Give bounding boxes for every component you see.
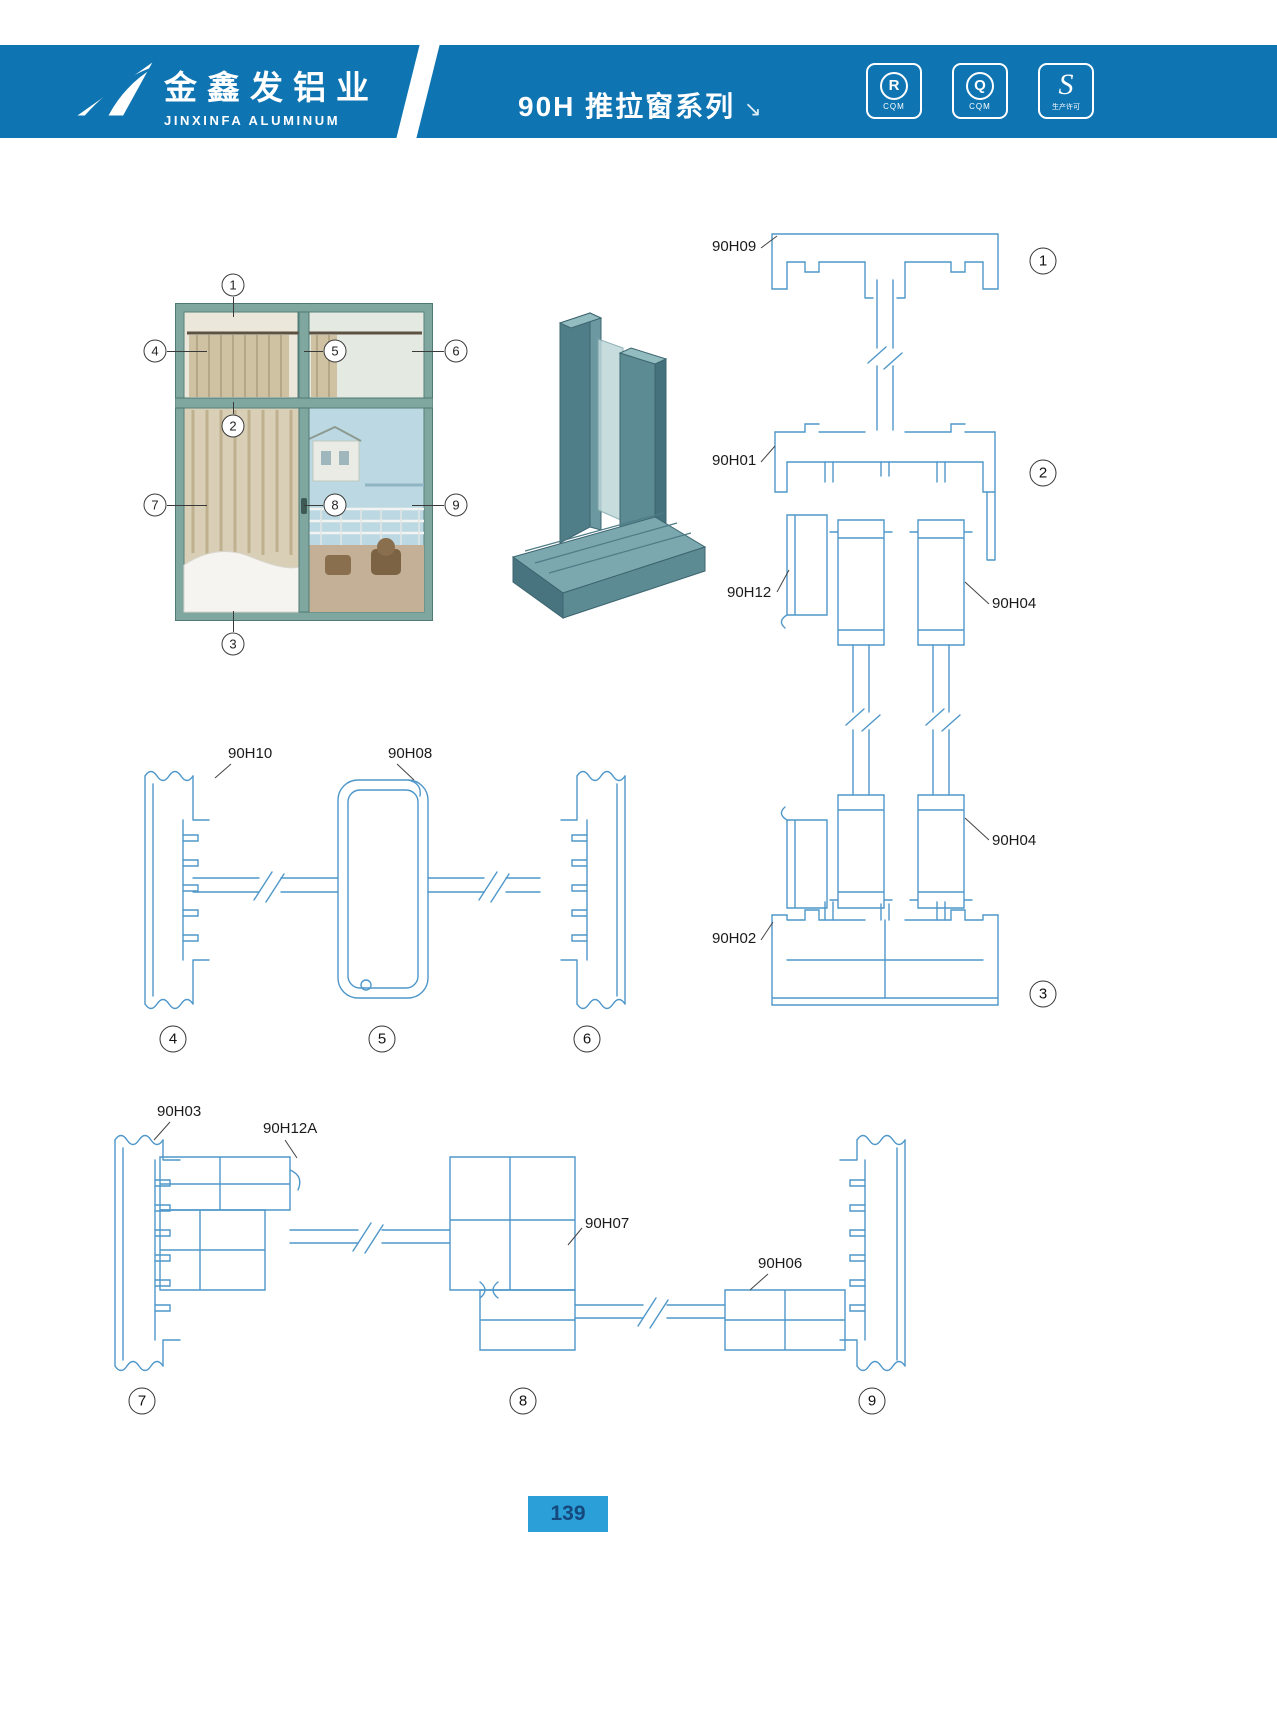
label-90h06: 90H06	[758, 1255, 803, 1272]
section-number-3: 3	[1029, 980, 1057, 1008]
section-number-8: 8	[509, 1387, 537, 1415]
callout-2: 2	[221, 414, 245, 438]
callout-leader	[167, 351, 207, 352]
brand-name-cn: 金鑫发铝业	[164, 69, 379, 106]
callout-1: 1	[221, 273, 245, 297]
header-divider-stripe	[396, 45, 440, 138]
callout-leader	[412, 351, 444, 352]
label-90h10: 90H10	[228, 745, 273, 762]
profile-3d-render	[511, 312, 707, 619]
page-number: 139	[528, 1496, 608, 1532]
section-number-6: 6	[573, 1025, 601, 1053]
cert-caption-q: CQM	[969, 101, 991, 111]
callout-leader	[233, 297, 234, 317]
callout-leader	[233, 402, 234, 414]
cert-badges: R CQM Q CQM S 生产许可	[866, 63, 1094, 119]
label-90h08: 90H08	[388, 745, 433, 762]
label-90h03: 90H03	[157, 1103, 202, 1120]
section-number-9: 9	[858, 1387, 886, 1415]
section-number-1: 1	[1029, 247, 1057, 275]
label-90h04-upper: 90H04	[992, 595, 1037, 612]
label-90h02: 90H02	[712, 930, 757, 947]
cert-caption-license: 生产许可	[1052, 104, 1080, 111]
callout-leader	[233, 611, 234, 632]
callout-leader	[412, 505, 444, 506]
section-number-7: 7	[128, 1387, 156, 1415]
series-title: 90H 推拉窗系列	[518, 91, 736, 122]
section-number-2: 2	[1029, 459, 1057, 487]
brand-logo-icon	[77, 62, 156, 116]
cert-symbol-r: R	[880, 71, 908, 100]
cert-badge-license: S 生产许可	[1038, 63, 1094, 119]
cert-symbol-license: S	[1058, 68, 1074, 101]
label-90h01: 90H01	[712, 452, 757, 469]
cross-section-middle	[144, 763, 626, 1010]
label-90h07: 90H07	[585, 1215, 630, 1232]
callout-leader	[304, 351, 323, 352]
section-number-5: 5	[368, 1025, 396, 1053]
callout-3: 3	[221, 632, 245, 656]
label-90h04-lower: 90H04	[992, 832, 1037, 849]
callout-leader	[304, 505, 323, 506]
label-90h09: 90H09	[712, 238, 757, 255]
callout-4: 4	[143, 339, 167, 363]
cert-badge-cqm-r: R CQM	[866, 63, 922, 119]
callout-leader	[167, 505, 207, 506]
window-photo	[175, 303, 433, 621]
brand-name-en: JINXINFA ALUMINUM	[164, 113, 341, 128]
cert-caption-r: CQM	[883, 101, 905, 111]
brand-block: 金鑫发铝业 JINXINFA ALUMINUM	[164, 61, 379, 128]
callout-9: 9	[444, 493, 468, 517]
callout-5: 5	[323, 339, 347, 363]
callout-6: 6	[444, 339, 468, 363]
label-90h12: 90H12	[727, 584, 772, 601]
callout-8: 8	[323, 493, 347, 517]
cert-badge-cqm-q: Q CQM	[952, 63, 1008, 119]
section-number-4: 4	[159, 1025, 187, 1053]
arrow-icon: ↘	[744, 98, 762, 121]
label-90h12a: 90H12A	[263, 1120, 318, 1137]
callout-7: 7	[143, 493, 167, 517]
cross-section-bottom	[114, 1121, 906, 1372]
header: 金鑫发铝业 JINXINFA ALUMINUM 90H 推拉窗系列 ↘ R CQ…	[0, 45, 1277, 138]
cert-symbol-q: Q	[966, 71, 994, 100]
cross-section-right	[760, 233, 999, 1006]
